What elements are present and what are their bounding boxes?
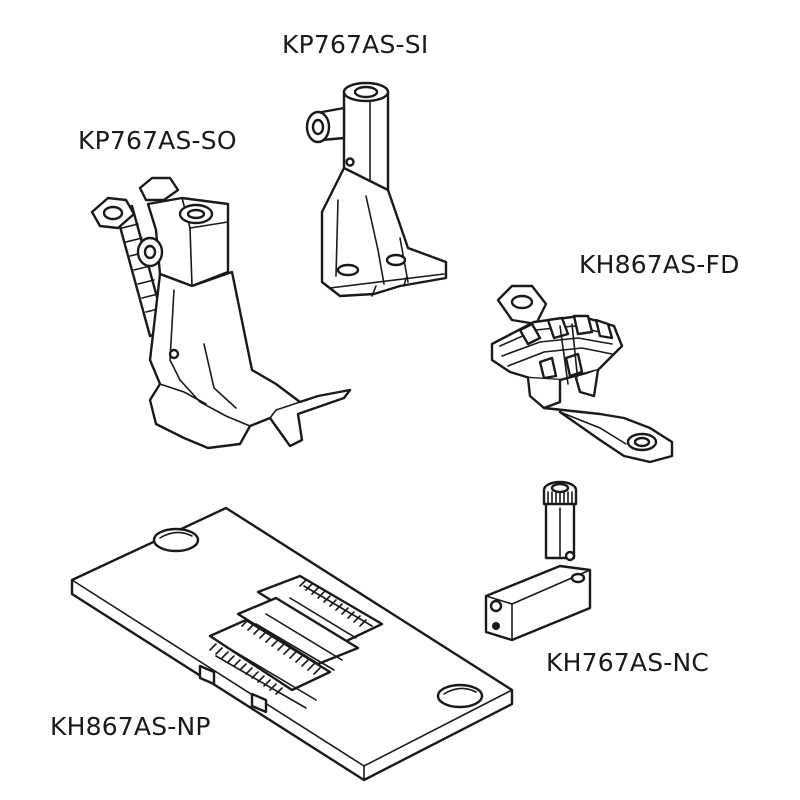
part-label-needle-plate: KH867AS-NP [50,712,211,741]
part-label-feed-dog: KH867AS-FD [579,250,740,279]
needle-clamp-drawing [484,480,592,642]
needle-plate-drawing [70,506,514,782]
presser-foot-outer-drawing [90,176,352,450]
part-label-needle-clamp: KH767AS-NC [546,648,710,677]
presser-foot-inner-drawing [305,81,448,298]
feed-dog-drawing [490,284,674,464]
part-label-presser-foot-inner: KP767AS-SI [282,30,429,59]
part-label-presser-foot-outer: KP767AS-SO [78,126,237,155]
